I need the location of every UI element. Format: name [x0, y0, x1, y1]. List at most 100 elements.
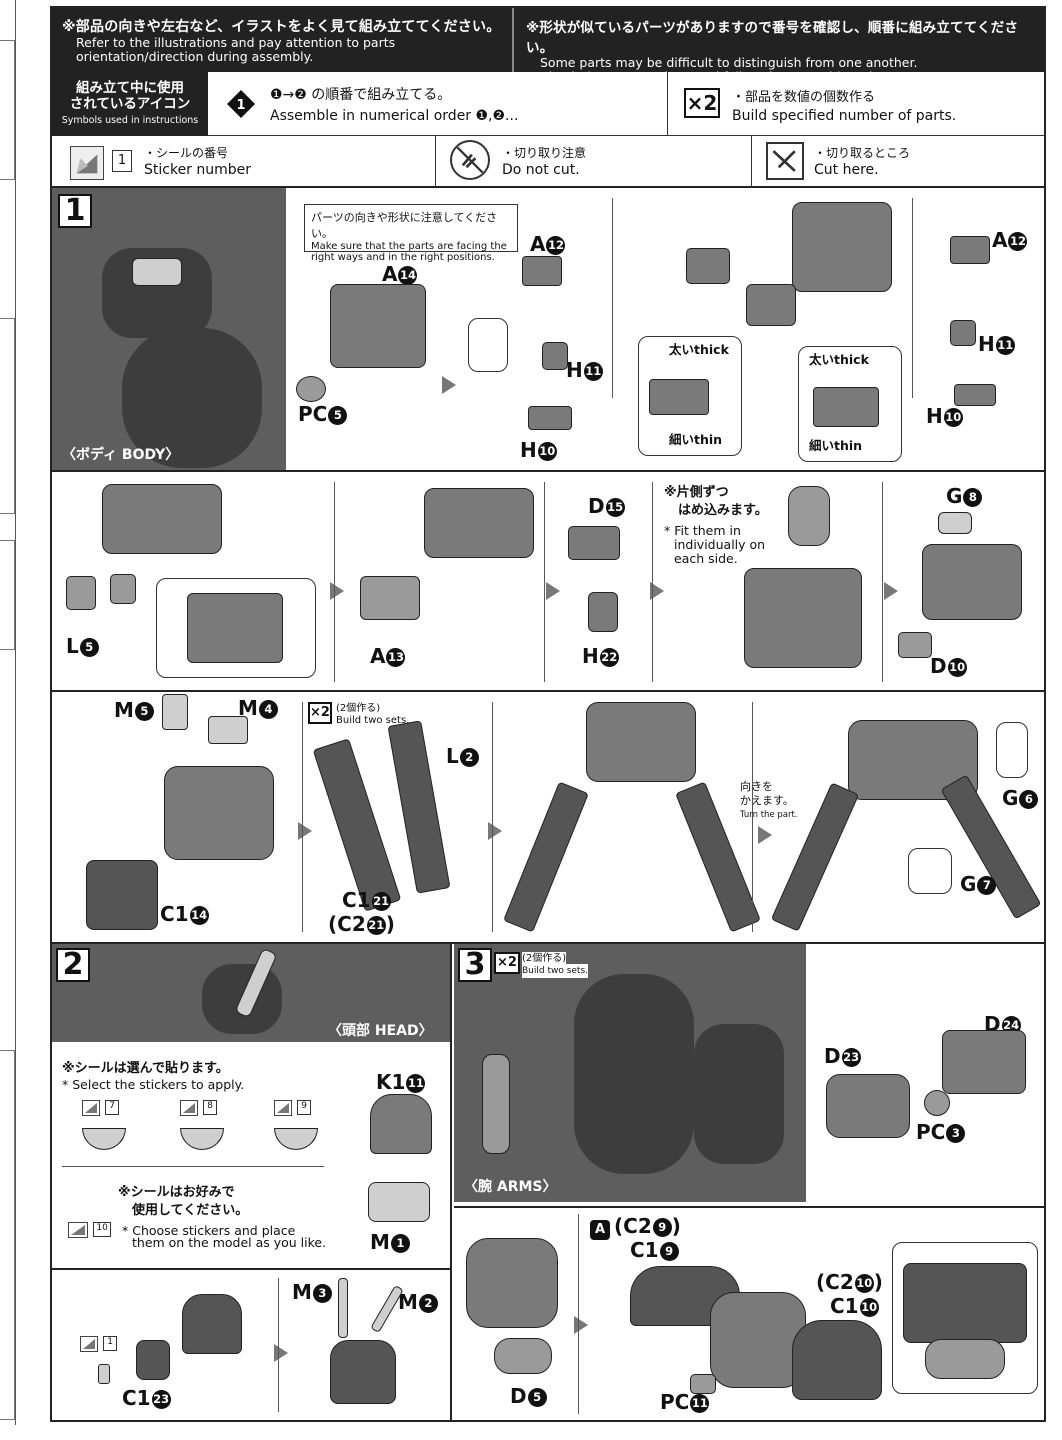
divider [52, 1268, 450, 1270]
select-stickers-jp: ※シールは選んで貼ります。 [62, 1061, 229, 1076]
detail-inset [996, 722, 1028, 778]
select-stickers-en: * Select the stickers to apply. [62, 1077, 245, 1092]
part-shape [187, 593, 283, 663]
part-shape [924, 1090, 950, 1116]
divider [912, 198, 913, 398]
divider [62, 1166, 324, 1167]
fit-note-en-2: individually on [674, 537, 766, 552]
build-two-jp: (2個作る) [336, 703, 381, 714]
svg-text:1: 1 [236, 98, 245, 113]
header-right-en-2: Check the part numbers and follow the as… [540, 69, 889, 84]
part-shape [588, 592, 618, 632]
legend-nocut-jp: ・切り取り注意 [502, 146, 587, 160]
sticker-number-box: 9 [297, 1100, 312, 1115]
turn-note-jp-2: かえます。 [740, 794, 794, 807]
sticker-icon [274, 1100, 292, 1116]
fit-note-jp-2: はめ込みます。 [678, 503, 768, 518]
photo-highlight [482, 1054, 510, 1154]
step-number: 2 [56, 948, 90, 982]
detail-inset [468, 318, 508, 372]
instruction-sheet: ※部品の向きや左右など、イラストをよく見て組み立ててください。 Refer to… [50, 6, 1046, 1422]
thick-label: 太いthick [669, 342, 729, 357]
thick-thin-detail-2: 太いthick 細いthin [798, 346, 902, 462]
cut-here-icon [766, 142, 804, 180]
part-shape [690, 1374, 716, 1394]
orientation-note-en-2: right ways and in the right positions. [311, 252, 495, 263]
legend-title-jp-1: 組み立て中に使用 [76, 80, 184, 96]
sticker-number-box: 10 [93, 1222, 112, 1237]
part-shape [330, 284, 426, 368]
step-number: 3 [458, 948, 492, 982]
part-shape [466, 1238, 558, 1328]
sticker-shape [274, 1128, 318, 1150]
part-shape [746, 284, 796, 326]
divider [752, 702, 753, 932]
part-shape [370, 1094, 432, 1154]
part-shape [66, 576, 96, 610]
part-shape [792, 1320, 882, 1400]
fit-note-jp-1: ※片側ずつ [664, 485, 729, 500]
arrow-right-icon [546, 582, 560, 600]
legend-sticker-en: Sticker number [144, 162, 252, 178]
part-shape [368, 1182, 430, 1222]
part-shape [922, 544, 1022, 620]
sticker-choice-7: 7 [82, 1100, 126, 1150]
sticker-choice-8: 8 [180, 1100, 224, 1150]
thin-label: 細いthin [809, 438, 863, 453]
legend-cut-here: ・切り取るところ Cut here. [752, 136, 1044, 188]
part-shape [950, 236, 990, 264]
legend-sticker-jp: ・シールの番号 [144, 146, 229, 160]
orientation-note-jp: パーツの向きや形状に注意してください。 [311, 211, 498, 240]
header-orientation-note: ※部品の向きや左右など、イラストをよく見て組み立ててください。 Refer to… [52, 8, 514, 72]
divider [882, 482, 883, 682]
part-shape [950, 320, 976, 346]
arrow-right-icon [330, 582, 344, 600]
legend-no-cut: ・切り取り注意 Do not cut. [436, 136, 752, 188]
part-shape [424, 488, 534, 558]
arrow-right-icon [758, 826, 772, 844]
legend-order: 1 ❶→❷ の順番で組み立てる。 Assemble in numerical o… [208, 72, 668, 136]
part-shape [938, 512, 972, 534]
part-shape [136, 1340, 170, 1380]
edge-box [0, 40, 15, 180]
step-number: 1 [58, 194, 92, 228]
symbol-legend-2: 1 ・シールの番号 Sticker number ・切り取り注意 Do not … [52, 136, 1044, 188]
option-stickers-en-1: * Choose stickers and place [122, 1223, 296, 1238]
header-similar-parts-note: ※形状が似ているパーツがありますので番号を確認し、順番に組み立ててください。 S… [516, 8, 1044, 84]
header-left-jp: ※部品の向きや左右など、イラストをよく見て組み立ててください。 [62, 19, 501, 35]
edge-box [0, 318, 15, 514]
detail-inset [908, 848, 952, 894]
arrow-right-icon [650, 582, 664, 600]
header-left-en-1: Refer to the illustrations and pay atten… [76, 35, 396, 50]
thick-label: 太いthick [809, 352, 869, 367]
step-1-row-a: 1 〈ボディ BODY〉 パーツの向きや形状に注意してください。 Make su… [52, 188, 1044, 472]
part-shape [162, 694, 188, 730]
divider [578, 1214, 579, 1414]
divider [612, 198, 613, 398]
body-photo: 1 〈ボディ BODY〉 [52, 188, 286, 470]
part-shape [542, 342, 568, 370]
divider [652, 482, 653, 682]
part-shape [744, 568, 862, 668]
